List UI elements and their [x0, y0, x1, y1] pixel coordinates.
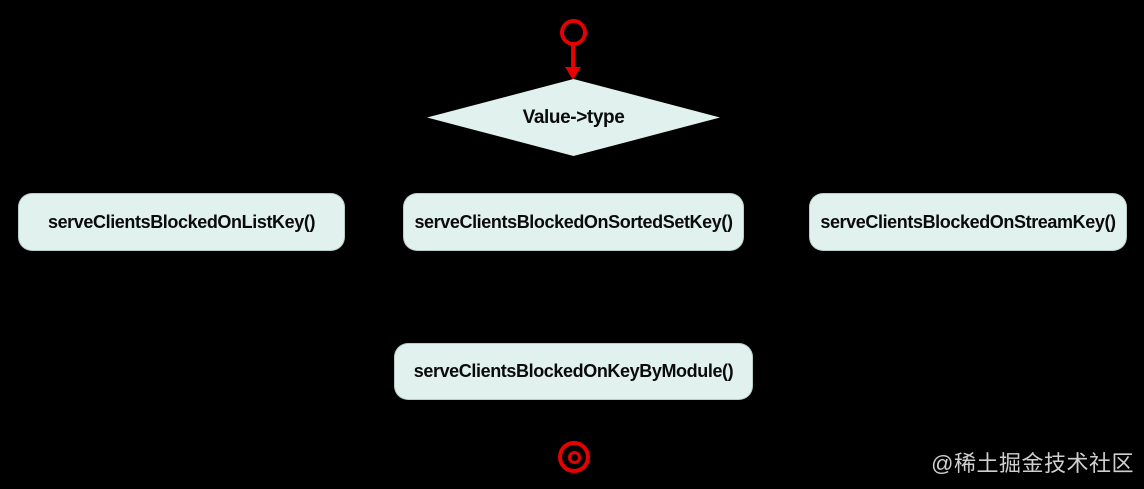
- node-label-sorted-set-key: serveClientsBlockedOnSortedSetKey(): [414, 211, 733, 232]
- end-node-icon: [558, 441, 590, 473]
- node-serve-clients-blocked-on-key-by-module: serveClientsBlockedOnKeyByModule(): [394, 343, 753, 400]
- arrow-down-icon: [565, 67, 581, 80]
- decision-node-value-type: Value->type: [427, 79, 720, 156]
- decision-label: Value->type: [522, 106, 625, 128]
- start-node-icon: [560, 19, 587, 46]
- node-serve-clients-blocked-on-list-key: serveClientsBlockedOnListKey(): [18, 193, 345, 251]
- node-label-stream-key: serveClientsBlockedOnStreamKey(): [820, 211, 1116, 232]
- end-node-inner-ring-icon: [567, 450, 581, 464]
- node-serve-clients-blocked-on-sorted-set-key: serveClientsBlockedOnSortedSetKey(): [403, 193, 744, 251]
- arrow-down-line: [571, 45, 575, 69]
- node-label-list-key: serveClientsBlockedOnListKey(): [47, 211, 316, 232]
- watermark: @稀土掘金技术社区: [931, 451, 1134, 476]
- node-label-key-by-module: serveClientsBlockedOnKeyByModule(): [413, 361, 734, 381]
- node-serve-clients-blocked-on-stream-key: serveClientsBlockedOnStreamKey(): [809, 193, 1127, 251]
